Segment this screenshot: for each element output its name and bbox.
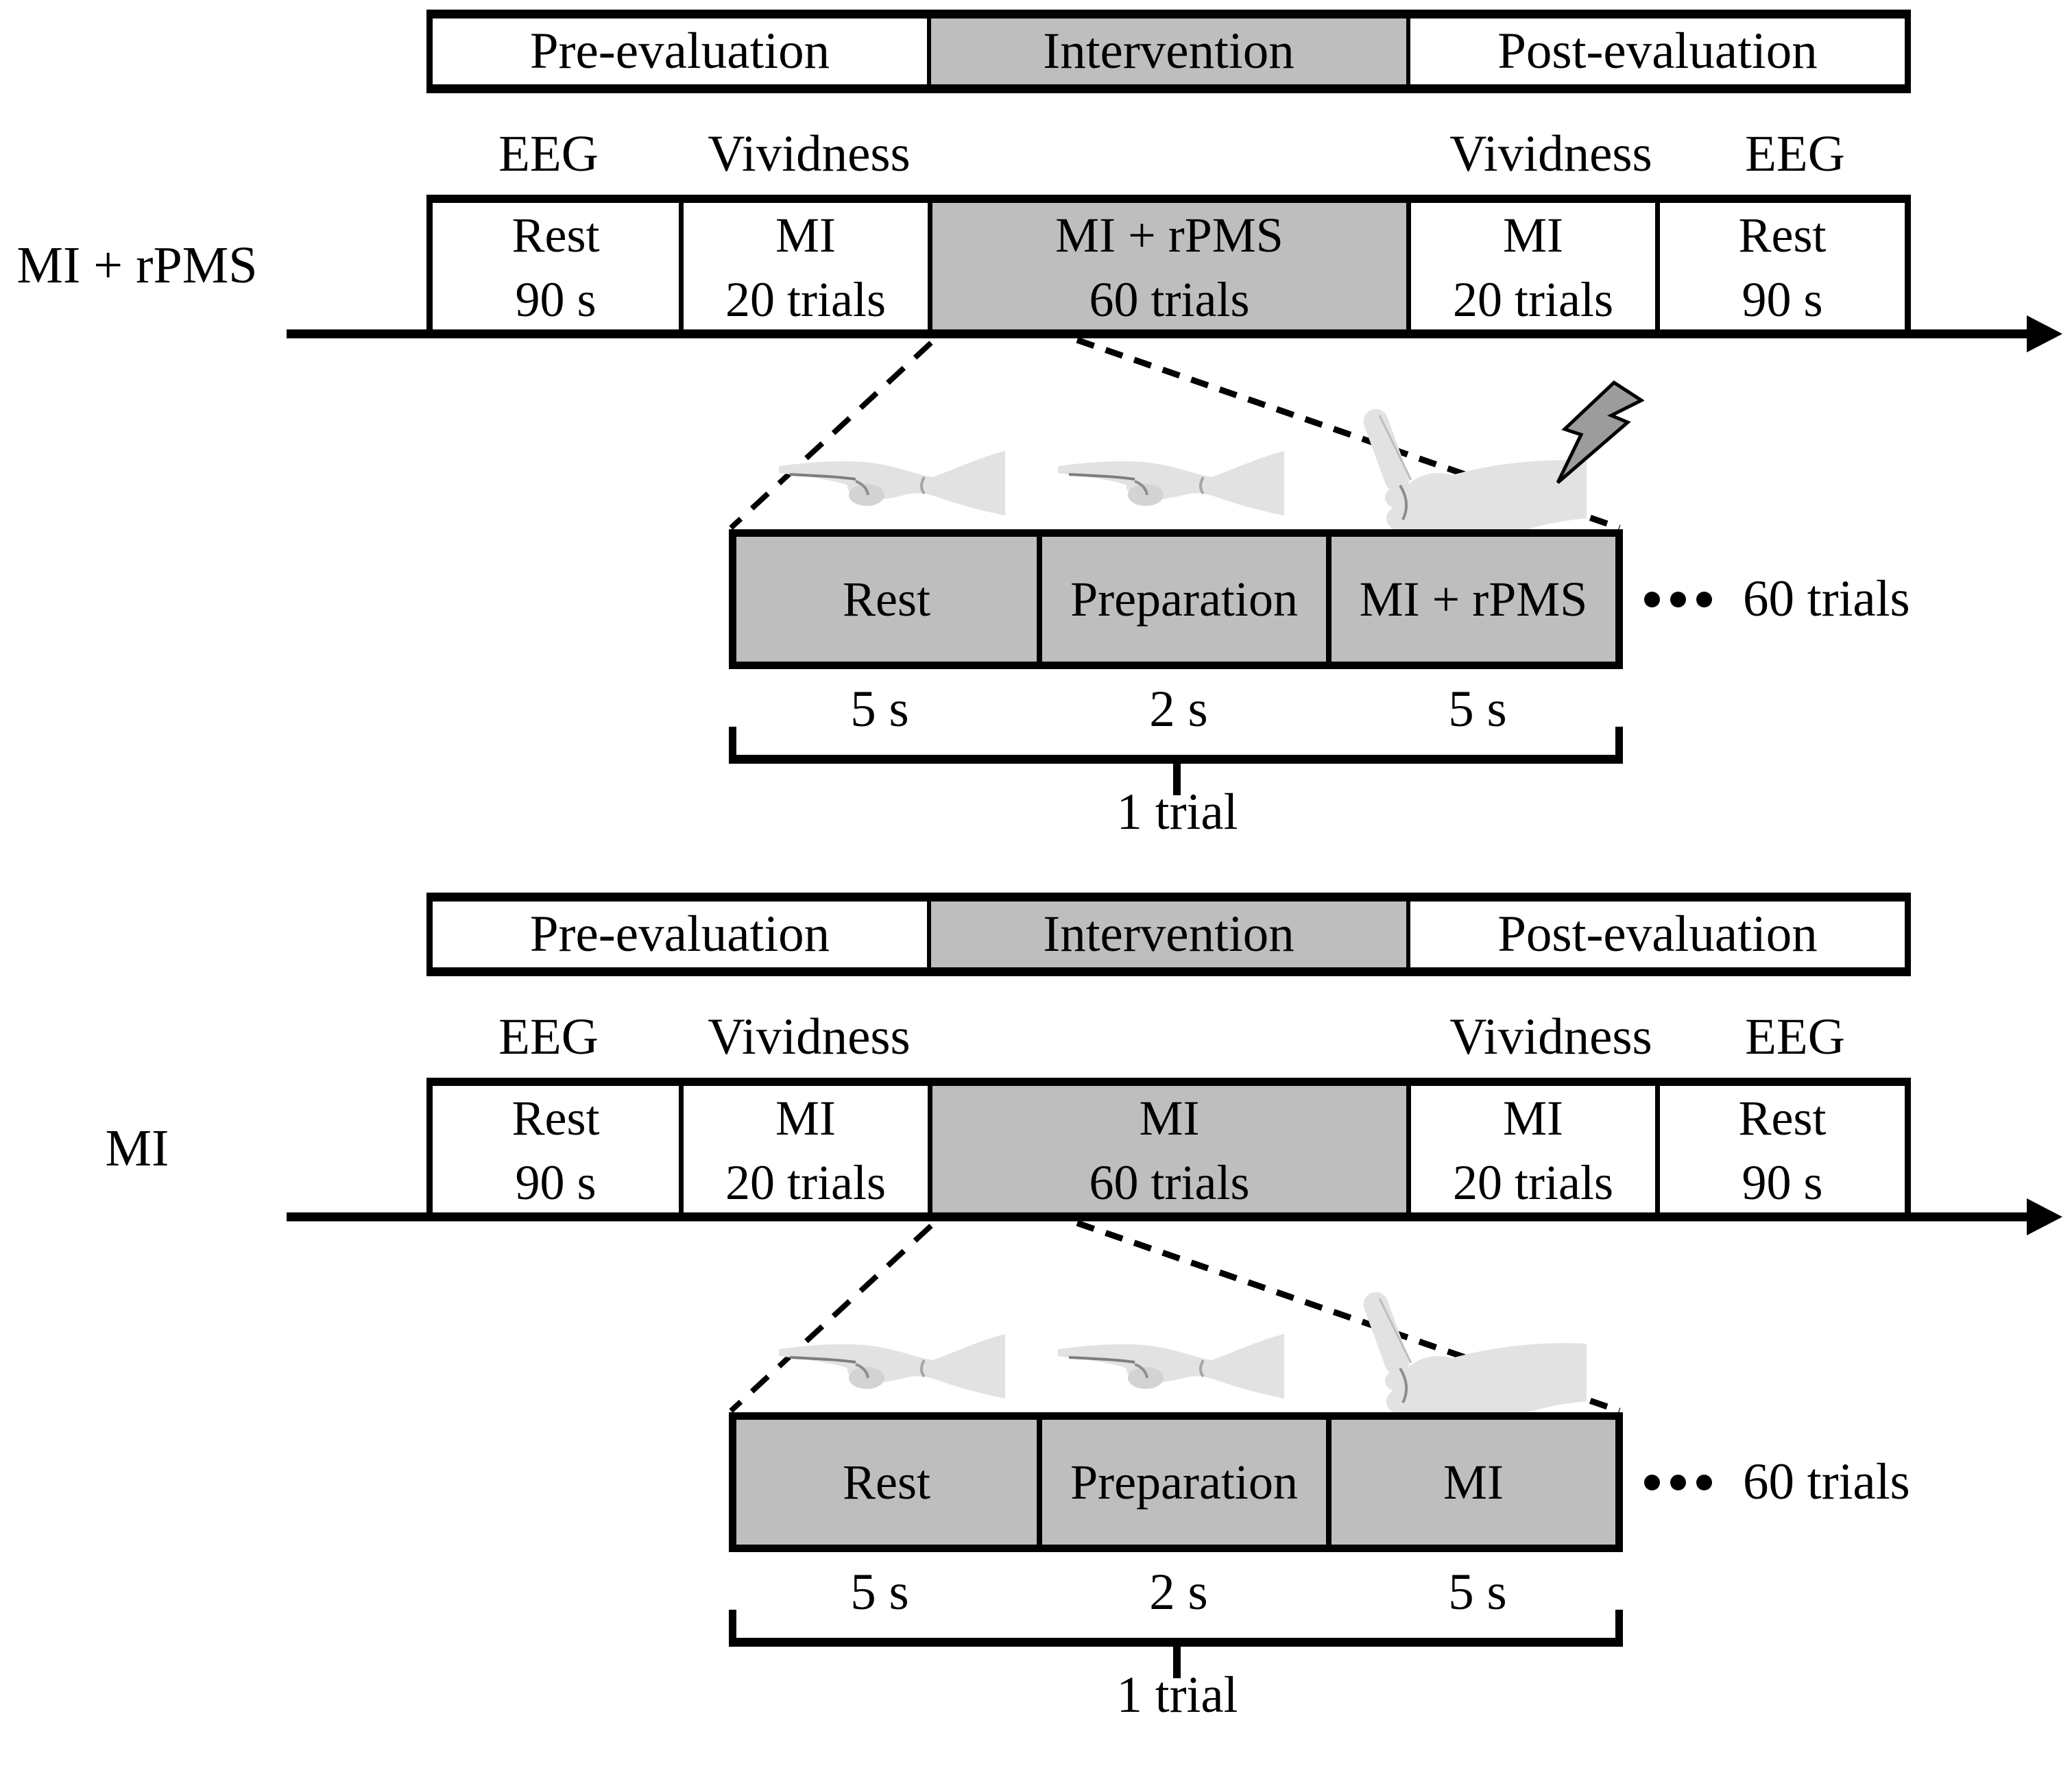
box-duration: 20 trials [725, 272, 886, 327]
protocol-section-mi: MI Pre-evaluation Intervention Post-eval… [0, 883, 2072, 1766]
phase-intervention: Intervention [927, 19, 1410, 84]
box-duration: 90 s [515, 272, 597, 327]
box-duration: 60 trials [1089, 272, 1250, 327]
phase-header: Pre-evaluation Intervention Post-evaluat… [426, 893, 1911, 976]
phase-pre-evaluation: Pre-evaluation [433, 902, 927, 967]
trial-brace-label: 1 trial [1116, 784, 1238, 840]
trial-brace [729, 1610, 1623, 1647]
trial-brace [729, 727, 1623, 764]
duration-label: 5 s [850, 1564, 909, 1621]
more-trials: 60 trials [1644, 570, 1910, 627]
measure-label-vividness: Vividness [1449, 1008, 1652, 1065]
trial-box-rest: Rest [736, 537, 1037, 662]
box-duration: 20 trials [1453, 272, 1613, 327]
condition-label: MI + rPMS [16, 237, 258, 294]
more-trials: 60 trials [1644, 1453, 1910, 1510]
phase-intervention: Intervention [927, 902, 1410, 967]
box-label: MI [775, 208, 836, 263]
trial-brace-tick [1173, 1645, 1181, 1678]
measure-label-eeg: EEG [1745, 1008, 1845, 1065]
timeline-row: Rest 90 s MI 20 trials MI 60 trials MI 2… [426, 1078, 1911, 1216]
box-label: MI + rPMS [1055, 208, 1284, 263]
duration-label: 2 s [1149, 1564, 1208, 1621]
ellipsis-dot-icon [1644, 1474, 1660, 1490]
phase-post-evaluation: Post-evaluation [1410, 902, 1905, 967]
timeline-arrowhead-icon [2027, 1198, 2062, 1235]
duration-label: 2 s [1149, 681, 1208, 738]
lightning-bolt-icon [1551, 380, 1644, 487]
box-label: MI [1503, 1091, 1563, 1146]
measure-label-eeg: EEG [1745, 125, 1845, 182]
timeline-box-intervention: MI 60 trials [928, 1086, 1411, 1216]
condition-label: MI [105, 1120, 169, 1177]
trial-box-preparation: Preparation [1037, 537, 1332, 662]
box-duration: 90 s [515, 1155, 597, 1210]
phase-post-evaluation: Post-evaluation [1410, 19, 1905, 84]
trial-box-rest: Rest [736, 1420, 1037, 1545]
timeline-row: Rest 90 s MI 20 trials MI + rPMS 60 tria… [426, 195, 1911, 333]
ellipsis-dot-icon [1670, 591, 1686, 607]
trial-structure-row: Rest Preparation MI + rPMS [729, 529, 1623, 669]
measure-label-vividness: Vividness [708, 1008, 911, 1065]
timeline-box-mi: MI 20 trials [679, 1086, 928, 1216]
duration-label: 5 s [850, 681, 909, 738]
trial-count-label: 60 trials [1743, 570, 1910, 627]
duration-label: 5 s [1448, 1564, 1507, 1621]
box-duration: 90 s [1742, 272, 1823, 327]
trial-box-mi-rpms: MI + rPMS [1332, 537, 1615, 662]
box-duration: 60 trials [1089, 1155, 1250, 1210]
measure-label-eeg: EEG [498, 125, 599, 182]
box-duration: 90 s [1742, 1155, 1823, 1210]
timeline-box-rest: Rest 90 s [433, 203, 679, 333]
timeline-box-rest: Rest 90 s [1660, 1086, 1905, 1216]
box-label: MI [1503, 208, 1563, 263]
measure-label-vividness: Vividness [708, 125, 911, 182]
ellipsis-dot-icon [1696, 1474, 1712, 1490]
timeline-box-rest: Rest 90 s [433, 1086, 679, 1216]
ellipsis-dot-icon [1670, 1474, 1686, 1490]
pointing-hand-icon [1032, 433, 1284, 536]
box-duration: 20 trials [1453, 1155, 1613, 1210]
box-label: Rest [1738, 1091, 1827, 1146]
trial-box-mi: MI [1332, 1420, 1615, 1545]
trial-structure-row: Rest Preparation MI [729, 1412, 1623, 1552]
experimental-protocol-figure: MI + rPMS Pre-evaluation Intervention Po… [16, 10, 2062, 1723]
timeline-box-mi: MI 20 trials [1411, 203, 1660, 333]
box-label: MI [1139, 1091, 1200, 1146]
protocol-section-mi-rpms: MI + rPMS Pre-evaluation Intervention Po… [16, 10, 2062, 840]
ellipsis-dot-icon [1696, 591, 1712, 607]
duration-label: 5 s [1448, 681, 1507, 738]
box-label: MI [775, 1091, 836, 1146]
raised-finger-hand-icon [1359, 1286, 1587, 1457]
ellipsis-dot-icon [1644, 591, 1660, 607]
measure-label-eeg: EEG [498, 1008, 599, 1065]
box-duration: 20 trials [725, 1155, 886, 1210]
trial-brace-tick [1173, 762, 1181, 795]
box-label: Rest [511, 208, 600, 263]
box-label: Rest [511, 1091, 600, 1146]
timeline-box-intervention: MI + rPMS 60 trials [928, 203, 1411, 333]
measure-label-vividness: Vividness [1449, 125, 1652, 182]
timeline-box-mi: MI 20 trials [679, 203, 928, 333]
trial-count-label: 60 trials [1743, 1453, 1910, 1510]
timeline-arrowhead-icon [2027, 315, 2062, 352]
timeline-box-mi: MI 20 trials [1411, 1086, 1660, 1216]
pointing-hand-icon [1032, 1316, 1284, 1419]
pointing-hand-icon [753, 1316, 1005, 1419]
timeline-box-rest: Rest 90 s [1660, 203, 1905, 333]
box-label: Rest [1738, 208, 1827, 263]
phase-pre-evaluation: Pre-evaluation [433, 19, 927, 84]
phase-header: Pre-evaluation Intervention Post-evaluat… [426, 10, 1911, 93]
pointing-hand-icon [753, 433, 1005, 536]
trial-box-preparation: Preparation [1037, 1420, 1332, 1545]
trial-brace-label: 1 trial [1116, 1667, 1238, 1723]
